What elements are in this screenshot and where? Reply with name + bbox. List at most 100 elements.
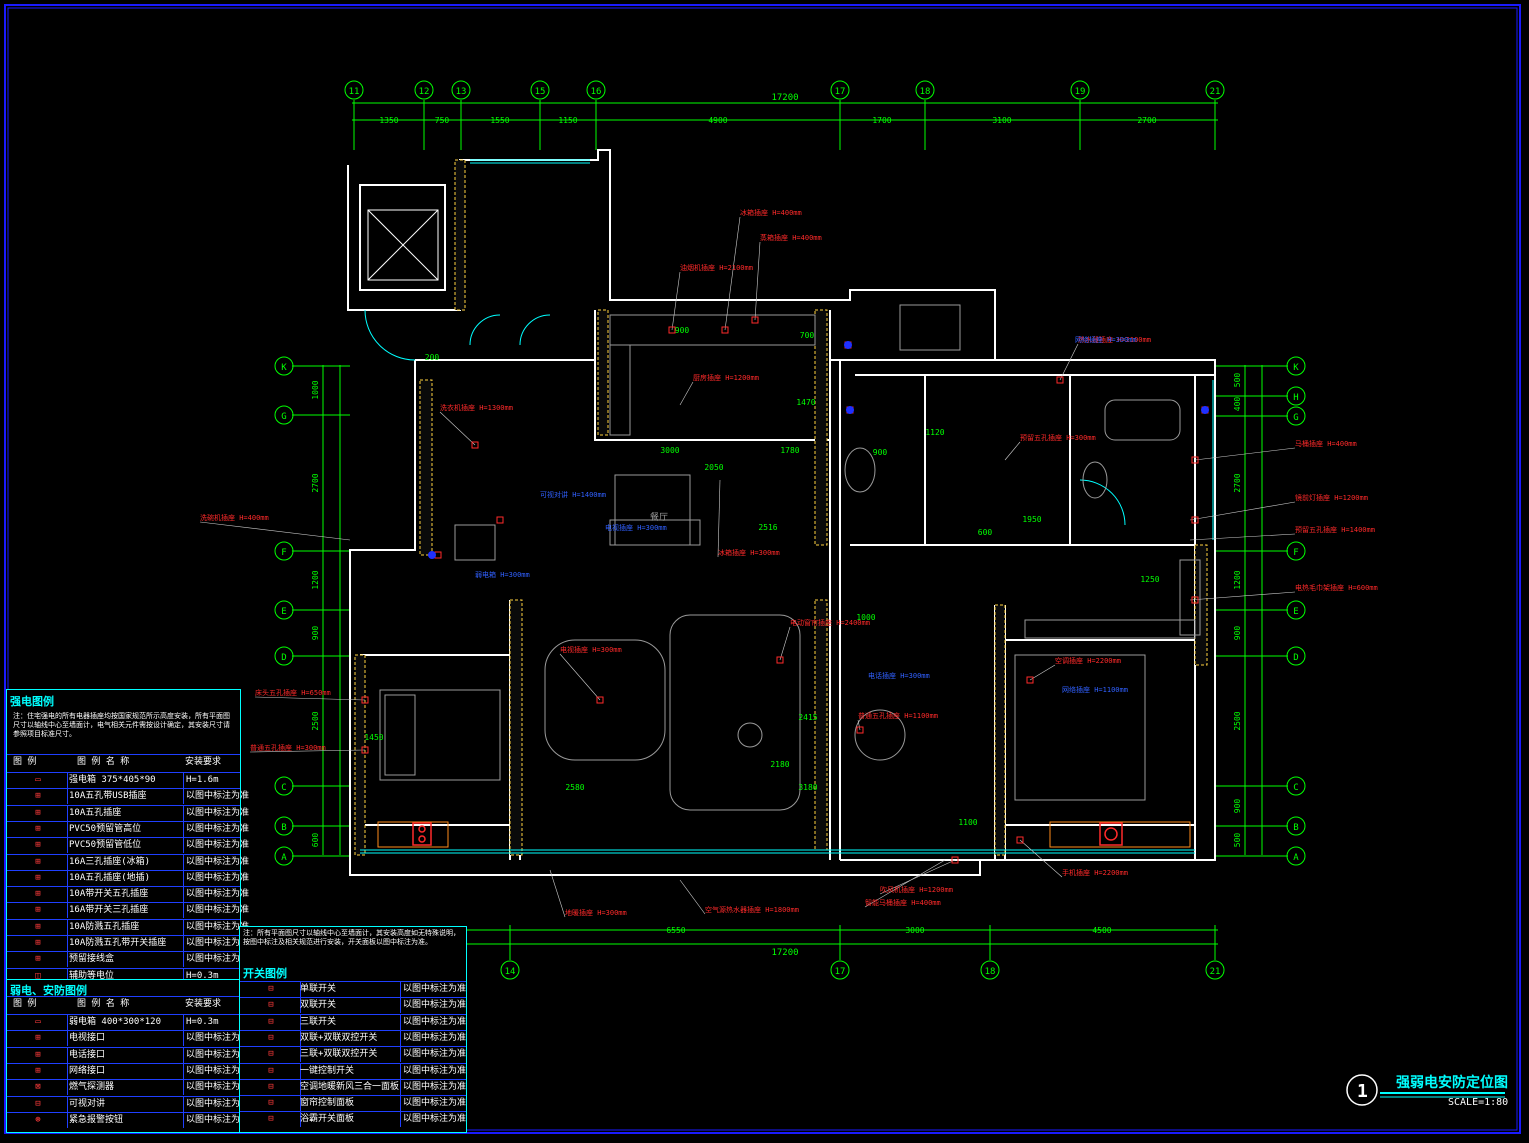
red-annotation: 电热毛巾架插座 H=600mm	[1295, 583, 1378, 592]
inner-dim: 900	[675, 326, 690, 335]
strong-legend-name: 10A带开关五孔插座	[69, 889, 149, 900]
leader-line	[679, 381, 694, 406]
left-axis-label: A	[281, 853, 287, 863]
leader-line	[254, 696, 366, 701]
blue-annotation: 网络插座 H=300mm	[1075, 335, 1137, 344]
right-axis-bubble	[1286, 646, 1306, 666]
weak-legend-name: 网络接口	[69, 1065, 106, 1076]
device-marker	[1016, 836, 1024, 844]
strong-legend-title: 强电图例	[10, 695, 54, 708]
switch-legend-row: ⊟三联开关以图中标注为准	[240, 1013, 466, 1031]
strong-legend-requirement: 以图中标注为准	[183, 789, 249, 805]
weak-device-marker	[846, 406, 854, 414]
switch-legend-requirement: 以图中标注为准	[400, 998, 466, 1014]
left-dim-segment: 1000	[311, 380, 320, 399]
counters	[609, 314, 816, 436]
switch-legend-symbol-icon: ⊟	[242, 1079, 301, 1095]
inner-dim: 2580	[565, 783, 584, 792]
top-axis-label: 11	[349, 87, 360, 97]
leader-line	[559, 653, 601, 701]
left-dim-segment: 2500	[311, 711, 320, 730]
top-dim-segment: 2700	[1137, 116, 1156, 125]
top-axis-bubble	[1205, 80, 1225, 100]
switch-legend-requirement: 以图中标注为准	[400, 1096, 466, 1112]
right-dim-segment: 2700	[1233, 473, 1242, 492]
switch-legend-name: 空调地暖新风三合一面板	[300, 1081, 400, 1092]
bottom-axis-label: 21	[1210, 967, 1221, 977]
top-dim-segment: 1550	[490, 116, 509, 125]
leader-line	[1189, 501, 1296, 521]
weak-legend-requirement: 以图中标注为准	[183, 1047, 249, 1063]
door-swings	[364, 309, 1126, 526]
switch-legend-name: 单联开关	[300, 984, 337, 994]
strong-legend-symbol-icon: ⊞	[9, 887, 68, 903]
right-dim-segment: 500	[1233, 833, 1242, 848]
strong-legend-row: ⊞10A防溅五孔插座以图中标注为准	[7, 918, 249, 936]
inner-dim: 200	[425, 353, 440, 362]
strong-legend-symbol-icon: ⊞	[9, 903, 68, 919]
weak-legend: 弱电、安防图例 图 例 图 例 名 称 安装要求 ▭弱电箱 400*300*12…	[6, 979, 249, 1133]
weak-device-marker	[844, 341, 852, 349]
switch-legend-requirement: 以图中标注为准	[400, 1063, 466, 1079]
switch-legend-requirement: 以图中标注为准	[400, 1112, 466, 1128]
inner-dim: 1000	[856, 613, 875, 622]
weak-legend-symbol-icon: ⊞	[9, 1047, 68, 1063]
right-axis-label: H	[1293, 393, 1298, 403]
red-annotation: 床头五孔插座 H=650mm	[255, 688, 331, 697]
inner-dim: 2415	[798, 713, 817, 722]
strong-legend-row: ⊞PVC50预留管高位以图中标注为准	[7, 820, 249, 838]
right-dim-segment: 900	[1233, 626, 1242, 641]
red-annotation: 洗碗机插座 H=400mm	[200, 513, 269, 522]
switch-legend-row: ⊟一键控制开关以图中标注为准	[240, 1062, 466, 1080]
top-axis-label: 19	[1075, 87, 1086, 97]
inner-dim: 1450	[364, 733, 383, 742]
right-dim-segment: 900	[1233, 799, 1242, 814]
left-dim-segment: 600	[311, 833, 320, 848]
strong-legend-header: 图 例 图 例 名 称 安装要求	[7, 754, 240, 771]
blue-annotation: 网络插座 H=1100mm	[1062, 685, 1128, 694]
device-marker	[668, 326, 676, 334]
red-annotation: 手机插座 H=2200mm	[1062, 868, 1128, 877]
right-axis-label: D	[1293, 653, 1298, 663]
top-axis-bubble	[344, 80, 364, 100]
annotation-leaders	[199, 216, 1296, 918]
fixtures	[379, 304, 1201, 811]
left-dim-segment: 900	[311, 626, 320, 641]
elevator-icon	[367, 209, 439, 281]
drawing-number: 1	[1357, 1081, 1368, 1102]
sheet-inner-frame	[7, 7, 1518, 1131]
right-axis-label: F	[1293, 548, 1298, 558]
top-axis-bubble	[830, 80, 850, 100]
switch-legend-row: ⊟双联+双联双控开关以图中标注为准	[240, 1029, 466, 1047]
inner-dim: 1470	[796, 398, 815, 407]
weak-legend-symbol-icon: ▭	[9, 1015, 68, 1030]
right-axis-label: K	[1293, 363, 1299, 373]
leader-line	[549, 869, 566, 918]
right-dim-segment: 400	[1233, 397, 1242, 412]
strong-legend-symbol-icon: ⊞	[9, 919, 68, 935]
switch-legend-symbol-icon: ⊟	[242, 1096, 301, 1112]
right-axis-bubble	[1286, 356, 1306, 376]
strong-legend-name: 16A三孔插座(冰箱)	[69, 856, 151, 867]
weak-legend-name: 可视对讲	[69, 1098, 106, 1109]
red-annotation: 冰箱插座 H=300mm	[718, 548, 780, 557]
weak-legend-row: ⊟可视对讲以图中标注为准	[7, 1095, 249, 1113]
top-axis-bubble	[451, 80, 471, 100]
device-marker	[1056, 376, 1064, 384]
weak-legend-requirement: 以图中标注为准	[183, 1080, 249, 1096]
inner-dim: 2180	[770, 760, 789, 769]
wall-hatch	[354, 159, 1208, 856]
inner-dim: 700	[800, 331, 815, 340]
top-dim-segment: 750	[435, 116, 450, 125]
left-axis-label: D	[281, 653, 286, 663]
strong-legend-symbol-icon: ⊞	[9, 936, 68, 951]
right-axis-label: B	[1293, 823, 1298, 833]
right-axis-bubble	[1286, 600, 1306, 620]
left-axis-bubble	[274, 405, 294, 425]
strong-legend-requirement: 以图中标注为准	[183, 903, 249, 919]
red-annotation: 洗衣机插座 H=1300mm	[440, 403, 513, 412]
